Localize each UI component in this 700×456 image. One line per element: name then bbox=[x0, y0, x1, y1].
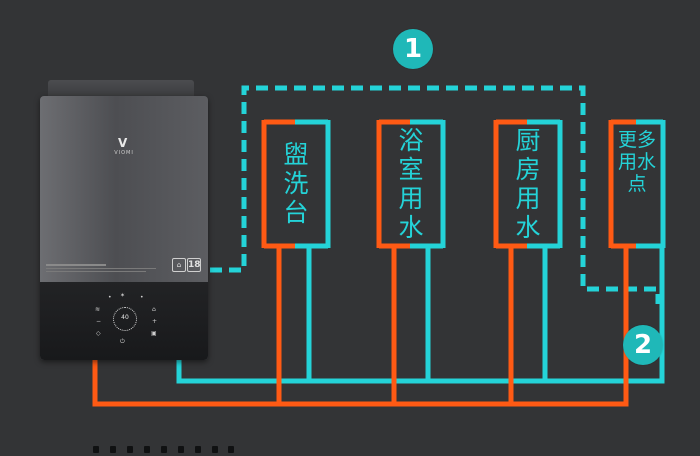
plus-icon: + bbox=[152, 318, 158, 325]
hot-water-main bbox=[92, 248, 629, 407]
heater-info-plate bbox=[46, 264, 156, 272]
port bbox=[127, 445, 134, 453]
temperature-readout: 40 bbox=[121, 314, 129, 321]
minus-icon: − bbox=[96, 318, 102, 325]
cert-badge: 18 bbox=[187, 258, 201, 272]
heat-icon: ✶ bbox=[120, 292, 126, 299]
fixture-bathroom bbox=[376, 119, 446, 404]
cold-water-main bbox=[176, 248, 665, 384]
pipe-network bbox=[92, 85, 666, 407]
temperature-dial bbox=[113, 307, 137, 331]
port bbox=[211, 445, 218, 453]
brand-name: VIOMI bbox=[114, 150, 134, 156]
brand-logo-icon: V bbox=[118, 136, 128, 150]
port bbox=[228, 445, 235, 453]
badge-two: 2 bbox=[623, 325, 663, 365]
port bbox=[93, 445, 100, 453]
port bbox=[177, 445, 184, 453]
fixture-kitchen bbox=[493, 119, 563, 404]
water-heater: V VIOMI ⌂ 18 • ✶ • ≋ ⌂ − + ◇ ▣ ⏻ 40 bbox=[40, 96, 235, 453]
fixture-label-bathroom: 浴室用水 bbox=[398, 126, 424, 242]
control-dot-icon: • bbox=[140, 294, 144, 301]
power-icon: ⏻ bbox=[120, 338, 125, 345]
energy-label-icon: ⌂ bbox=[172, 258, 186, 272]
port bbox=[110, 445, 117, 453]
port bbox=[160, 445, 167, 453]
fixture-more bbox=[608, 119, 666, 249]
water-heater-diagram: 盥洗台 浴室用水 厨房用水 更多用水点 1 2 V VIOMI ⌂ 18 • ✶… bbox=[40, 29, 666, 453]
fixture-basin bbox=[261, 119, 331, 404]
mode-icon: ◇ bbox=[96, 330, 101, 337]
fixture-label-kitchen: 厨房用水 bbox=[515, 126, 541, 242]
port bbox=[194, 445, 201, 453]
badge-one: 1 bbox=[393, 29, 433, 69]
heater-ports bbox=[88, 442, 240, 456]
wifi-icon: ≋ bbox=[95, 306, 101, 313]
heater-top-cap bbox=[48, 80, 194, 98]
lock-icon: ▣ bbox=[151, 330, 157, 337]
eco-icon: ⌂ bbox=[152, 306, 156, 313]
port bbox=[144, 445, 151, 453]
recirculation-loop bbox=[210, 85, 661, 304]
fixture-label-more: 更多用水点 bbox=[618, 129, 657, 195]
control-dot-icon: • bbox=[108, 294, 112, 301]
fixture-label-basin: 盥洗台 bbox=[283, 140, 309, 227]
